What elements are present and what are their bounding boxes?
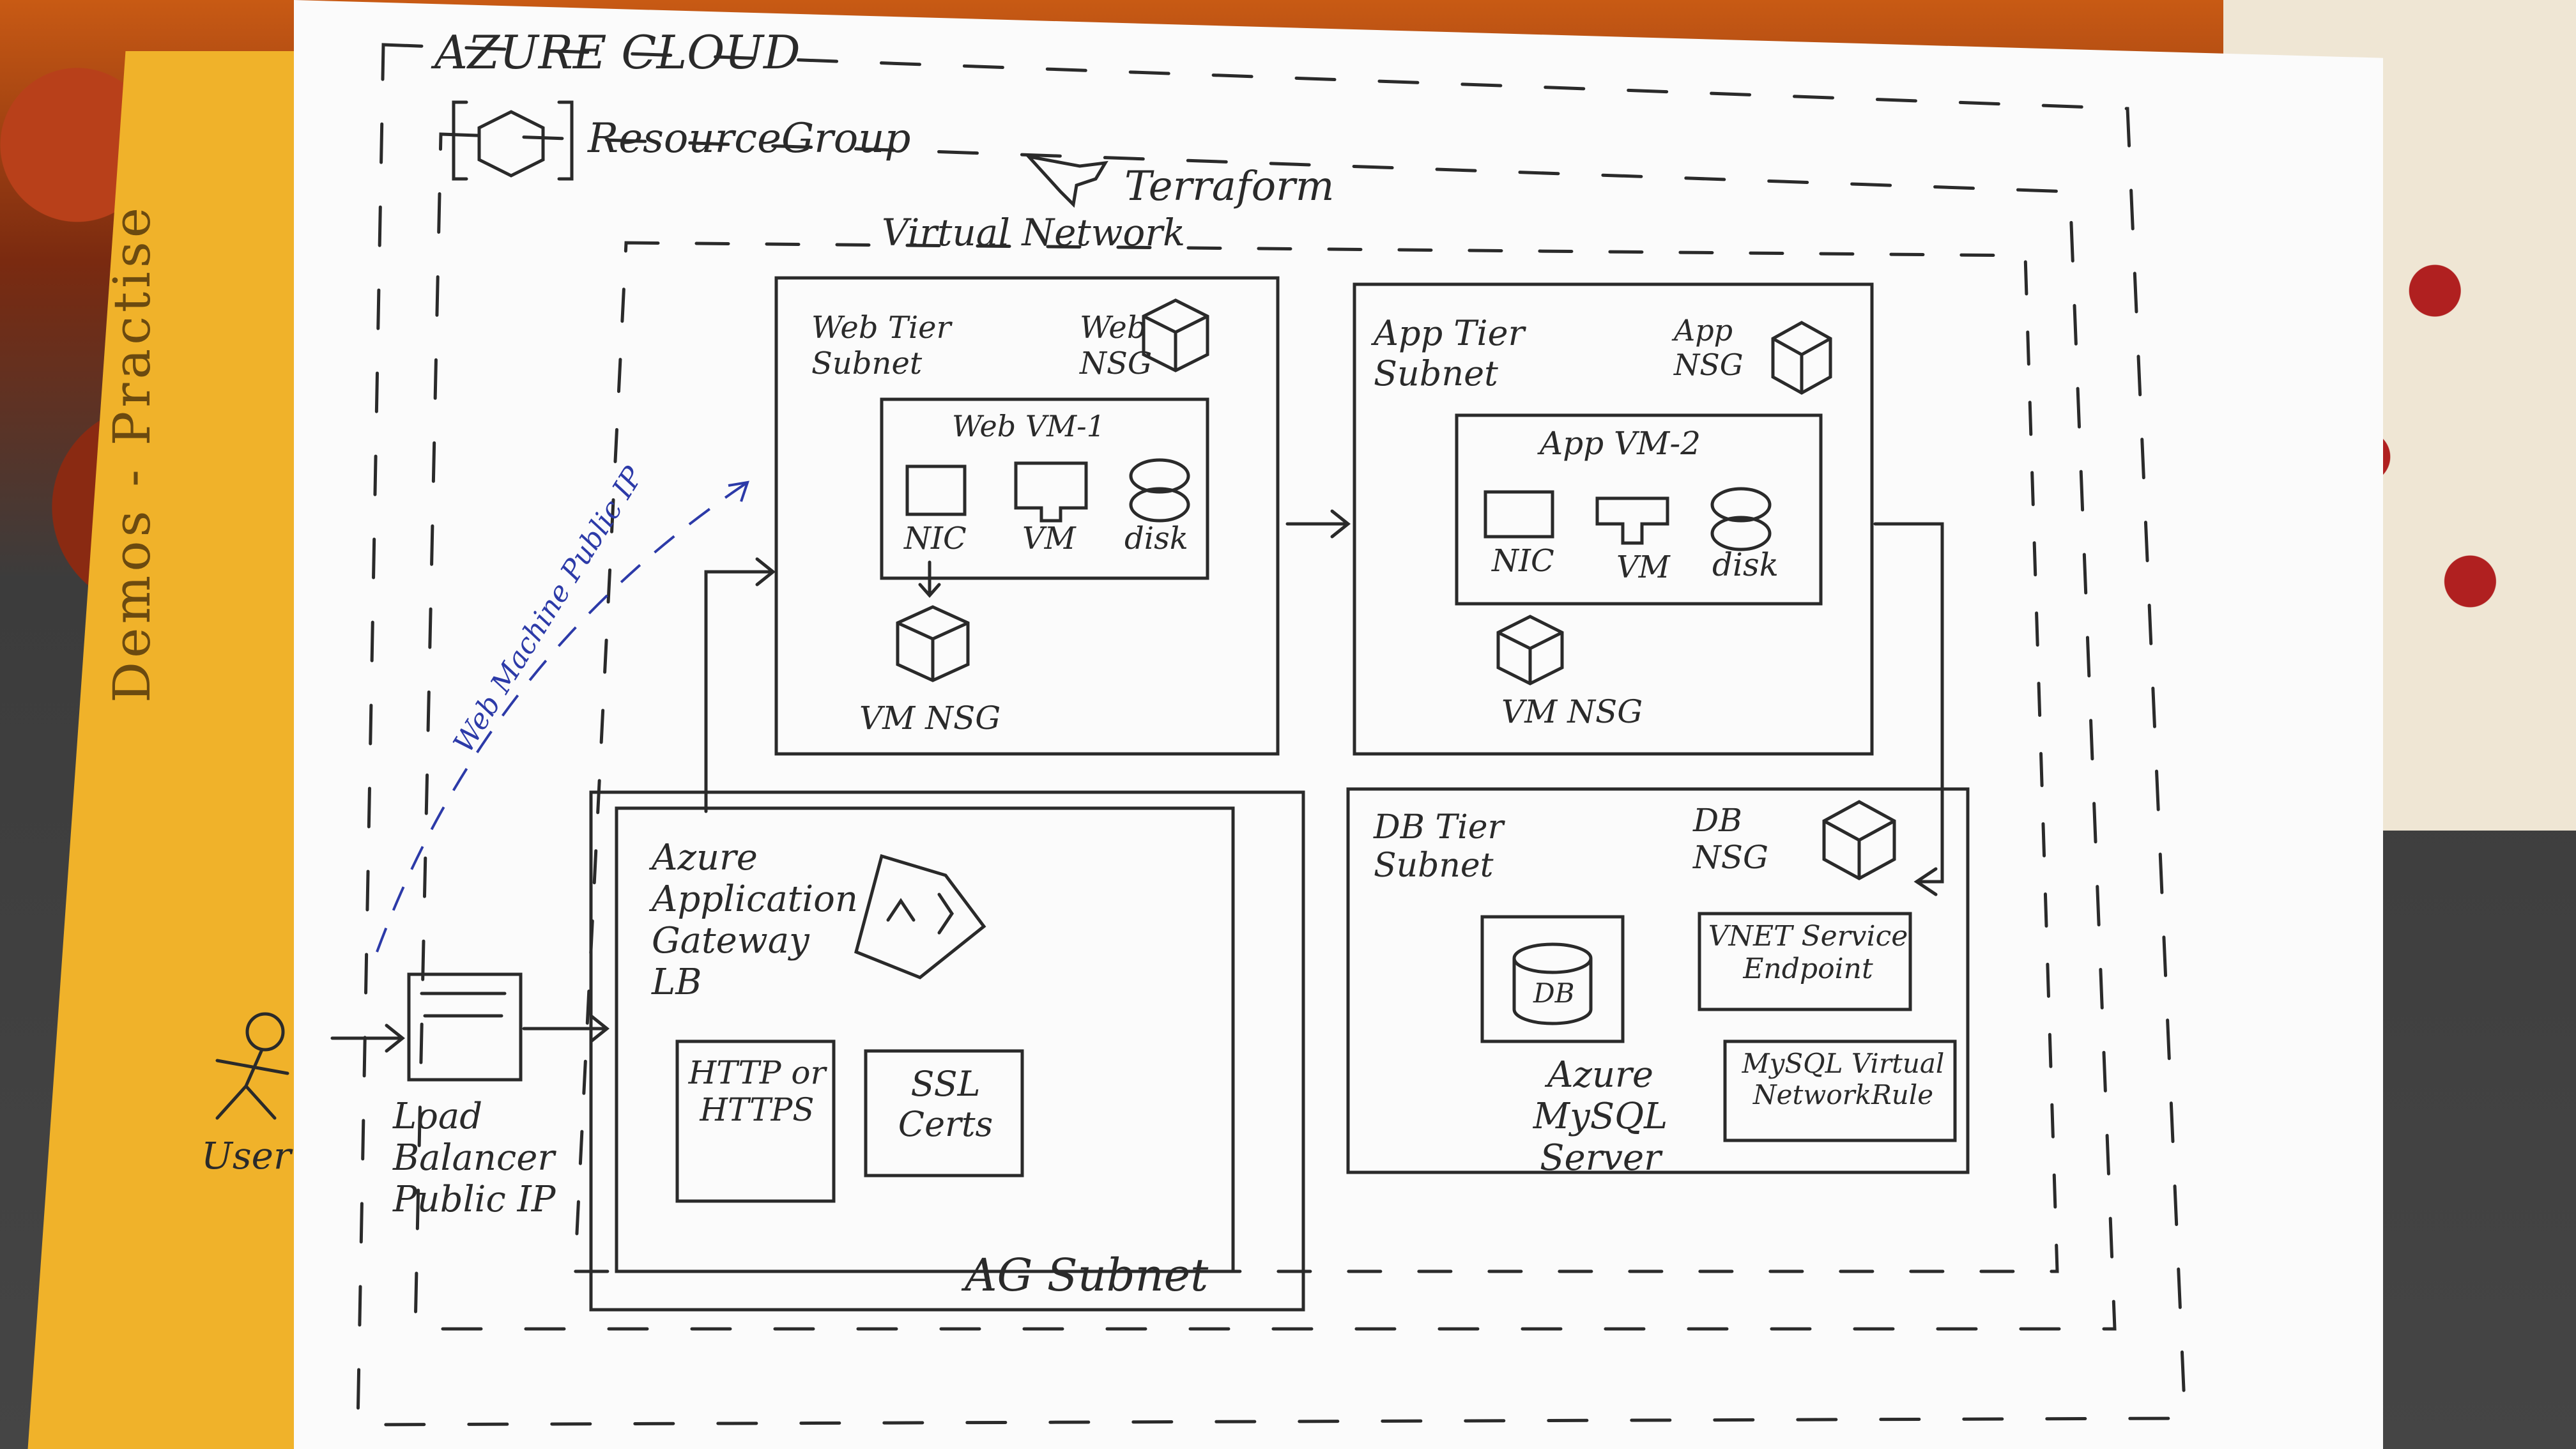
db-subnet-box [1346,787,1970,1174]
app-vm-nsg-label: VM NSG [1501,693,1643,730]
cloud-label: AZURE CLOUD [434,26,801,79]
app-subnet-title: App Tier Subnet [1374,313,1525,394]
web-vm-nsg-icon [896,605,970,682]
web-nic-label: NIC [904,521,967,556]
cloud-boundary [356,43,2187,1427]
app-vm-nsg-icon [1496,615,1564,686]
web-nsg-icon [1142,298,1209,372]
resource-group-boundary [413,132,2117,1331]
db-cylinder-icon [1512,942,1593,1025]
db-label: DB [1533,977,1575,1009]
app-vm-label: VM [1616,549,1670,585]
app-nic-icon [1483,490,1554,539]
resource-group-icon [452,100,574,181]
app-vm-icon [1595,496,1669,545]
vnet-label: Virtual Network [882,211,1186,254]
ag-subnet-box [589,790,1305,1312]
http-box [675,1039,836,1203]
web-vm-nsg-label: VM NSG [859,700,1001,737]
app-disk-label: disk [1712,546,1779,583]
vnet-endpoint-label: VNET Service Endpoint [1708,920,1908,985]
app-disk-icon-bottom [1710,516,1772,551]
lb-to-ag-arrow [522,1014,610,1043]
app-disk-icon-top [1710,487,1772,523]
user-to-lb-arrow [330,1023,406,1053]
db-nsg-icon [1822,800,1896,880]
web-subnet-box [774,276,1280,756]
web-vm-title: Web VM-1 [952,409,1105,443]
db-server-box [1480,915,1625,1043]
app-vm-title: App VM-2 [1540,425,1701,462]
load-balancer-label: Load Balancer Public IP [393,1096,556,1220]
terraform-label: Terraform [1124,163,1335,210]
web-vm-icon [1014,461,1088,523]
web-disk-label: disk [1124,521,1188,556]
app-nic-label: NIC [1492,543,1554,579]
web-public-ip-arrow [376,481,749,953]
resource-group-label: ResourceGroup [588,115,911,162]
user-label: User [201,1134,291,1177]
app-nsg-icon [1771,321,1832,395]
ag-subnet-title: AG Subnet [965,1249,1209,1301]
vnet-endpoint-box [1698,912,1912,1011]
ag-to-web-arrow [704,557,776,813]
ssl-label: SSL Certs [898,1064,993,1144]
ag-gateway-label: Azure Application Gateway LB [652,837,858,1003]
web-nic-to-nsg-arrow [918,560,941,598]
web-nic-icon [905,464,967,516]
app-vm-box [1455,413,1823,606]
load-balancer-icon [407,972,523,1082]
gateway-icon [854,854,986,979]
terraform-icon [1024,154,1108,208]
web-vm-label: VM [1022,521,1076,556]
mysql-rule-box [1723,1039,1957,1142]
web-disk-icon-bottom [1129,487,1190,523]
http-label: HTTP or HTTPS [688,1054,826,1128]
web-nsg-label: Web NSG [1080,310,1153,381]
ssl-box [864,1049,1024,1177]
web-subnet-title: Web Tier Subnet [811,310,951,381]
mysql-rule-label: MySQL Virtual NetworkRule [1742,1048,1945,1110]
lb-top-bar [420,992,507,1018]
web-to-app-arrow [1285,509,1351,539]
db-server-label: Azure MySQL Server [1533,1054,1668,1179]
app-nsg-label: App NSG [1674,313,1744,382]
app-subnet-box [1353,282,1874,756]
web-vm-box [880,397,1209,580]
user-stick-figure [215,1012,289,1120]
db-subnet-title: DB Tier Subnet [1374,808,1504,885]
ag-inner-box [615,806,1235,1273]
web-disk-icon-top [1129,458,1190,494]
db-nsg-label: DB NSG [1693,802,1768,876]
app-to-db-arrow [1873,522,1944,896]
